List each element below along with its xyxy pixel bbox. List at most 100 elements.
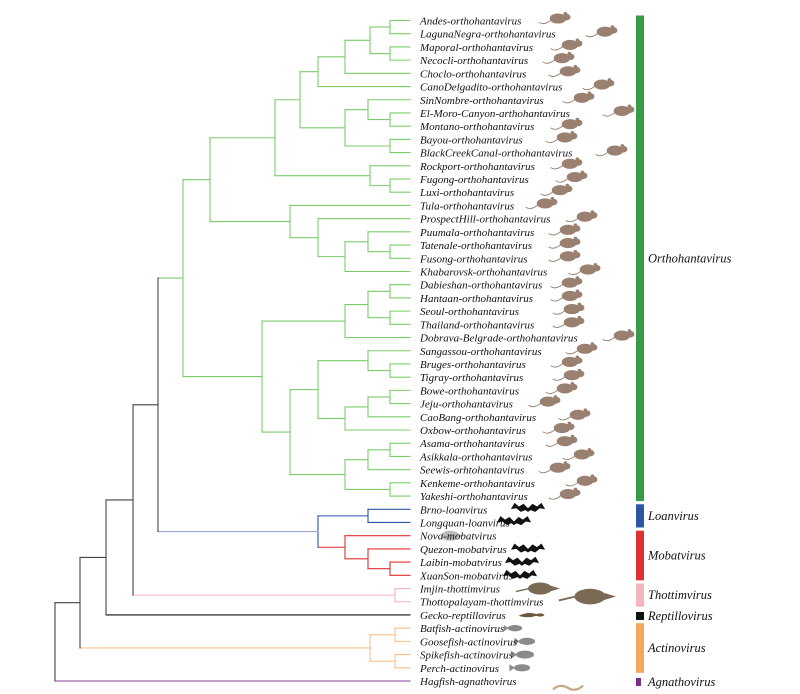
genus-bar-loan: [636, 504, 644, 528]
tip-label: Bowe-orthohantavirus: [420, 385, 519, 397]
rodent-icon: [562, 447, 595, 461]
rodent-icon: [582, 78, 615, 91]
rodent-icon: [552, 302, 585, 315]
tip-label: Gecko-reptillovirus: [420, 610, 506, 622]
tip-label: Longquan-loanvirus: [419, 517, 510, 529]
tree-branches: [54, 19, 411, 682]
bat-icon: [510, 543, 546, 553]
rodent-icon: [548, 249, 581, 262]
fish-icon: [514, 637, 536, 645]
tip-label: Yakeshi-orthohantavirus: [420, 491, 528, 503]
rodent-icon: [550, 157, 583, 170]
genus-label-agna: Agnathovirus: [647, 675, 715, 689]
tip-label: Luxi-orthohantavirus: [419, 187, 514, 199]
genus-label-loan: Loanvirus: [647, 509, 699, 523]
tip-label: Hantaan-orthohantavirus: [419, 293, 533, 305]
fish-icon: [511, 650, 534, 659]
tip-label: XuanSon-mobatvirus: [419, 570, 513, 582]
rodent-icon: [525, 197, 558, 210]
rodent-icon: [562, 91, 595, 104]
genus-bar-agna: [636, 678, 641, 686]
tip-label: Thailand-orthohantavirus: [420, 319, 534, 331]
rodent-icon: [528, 395, 561, 408]
genus-label-thot: Thottimvirus: [648, 588, 712, 602]
rodent-icon: [548, 236, 581, 249]
rodent-icon: [602, 104, 635, 117]
tip-labels: Andes-orthohantavirusLagunaNegra-orthoha…: [419, 16, 578, 689]
tip-label: Asama-orthohantavirus: [419, 438, 525, 450]
rodent-icon: [538, 461, 571, 474]
rodent-icon: [550, 117, 583, 130]
tip-label: Fusong-orthohantavirus: [419, 253, 528, 265]
rodent-icon: [550, 38, 583, 51]
tip-label: Puumala-orthohantavirus: [419, 227, 534, 239]
rodent-icon: [548, 487, 581, 500]
rodent-icon: [550, 276, 583, 289]
tip-label: Rockport-orthohantavirus: [419, 161, 535, 173]
rodent-icon: [552, 315, 585, 328]
tip-label: Asikkala-orthohantavirus: [419, 451, 532, 463]
tip-label: Nova-mobatvirus: [419, 531, 496, 543]
tip-label: Batfish-actinovirus: [420, 623, 504, 635]
rodent-icon: [558, 408, 591, 421]
tip-label: Dobrava-Belgrade-orthohantavirus: [419, 333, 578, 345]
genus-bar-acti: [636, 623, 644, 673]
bat-icon: [502, 569, 538, 579]
tip-label: Khabarovsk-orthohantavirus: [419, 266, 547, 278]
genus-bar-thot: [636, 583, 644, 607]
rodent-icon: [548, 64, 581, 77]
tip-label: Sangassou-orthohantavirus: [420, 346, 542, 358]
rodent-icon: [545, 130, 578, 143]
tip-label: Montano-orthohantavirus: [419, 121, 534, 133]
rodent-icon: [550, 355, 583, 368]
genus-bar-moba: [636, 530, 644, 581]
fish-icon: [503, 624, 523, 632]
bat-icon: [504, 556, 540, 566]
bat-icon: [510, 502, 546, 512]
tip-label: ProspectHill-orthohantavirus: [419, 214, 550, 226]
rodent-icon: [565, 342, 598, 355]
tip-label: LagunaNegra-orthohantavirus: [419, 29, 556, 41]
tip-label: Kenkeme-orthohantavirus: [419, 478, 535, 490]
tip-label: CanoDelgadito-orthohantavirus: [420, 82, 562, 94]
rodent-icon: [555, 170, 588, 183]
tip-label: Hagfish-agnathovirus: [419, 676, 517, 688]
gecko-icon: [518, 613, 545, 618]
tip-label: Perch-actinovirus: [419, 663, 499, 675]
tip-label: Bruges-orthohantavirus: [420, 359, 526, 371]
rodent-icon: [602, 329, 635, 342]
tip-label: Maporal-orthohantavirus: [419, 42, 533, 54]
rodent-icon: [548, 223, 581, 236]
tip-label: Seewis-orhtohantavirus: [420, 465, 524, 477]
genus-label-orth: Orthohantavirus: [648, 251, 731, 265]
tip-label: El-Moro-Canyon-arthohantavirus: [419, 108, 570, 120]
rodent-icon: [545, 434, 578, 447]
genus-label-rept: Reptillovirus: [647, 609, 713, 623]
tip-label: Imjin-thottimvirus: [419, 584, 500, 596]
tip-label: Dabieshan-orthohantavirus: [419, 280, 542, 292]
host-icons: [441, 12, 635, 691]
genus-bar-rept: [636, 611, 644, 620]
tip-label: Necocli-orthohantavirus: [419, 55, 528, 67]
tip-label: Bayou-orthohantavirus: [420, 134, 523, 146]
tip-label: Brno-loanvirus: [420, 504, 487, 516]
mole-icon: [441, 530, 464, 541]
genus-label-acti: Actinovirus: [647, 641, 706, 655]
rodent-icon: [595, 144, 628, 157]
tip-label: Oxbow-orthohantavirus: [420, 425, 526, 437]
tip-label: Laibin-mobatvirus: [419, 557, 502, 569]
tip-label: Quezon-mobatvirus: [420, 544, 507, 556]
tip-label: Thottopalayam-thottimvirus: [420, 597, 543, 609]
genus-bar-orth: [636, 15, 644, 502]
rodent-icon: [542, 421, 575, 434]
tip-label: Tula-orthohantavirus: [420, 200, 514, 212]
tip-label: SinNombre-orthohantavirus: [420, 95, 544, 107]
bat-icon: [496, 516, 532, 526]
rodent-icon: [552, 368, 585, 381]
tip-label: Tatenale-orthohantavirus: [420, 240, 532, 252]
rodent-icon: [540, 183, 573, 196]
tip-label: BlackCreekCanal-orthohantavirus: [420, 148, 572, 160]
rodent-icon: [550, 289, 583, 302]
rodent-icon: [585, 25, 618, 38]
